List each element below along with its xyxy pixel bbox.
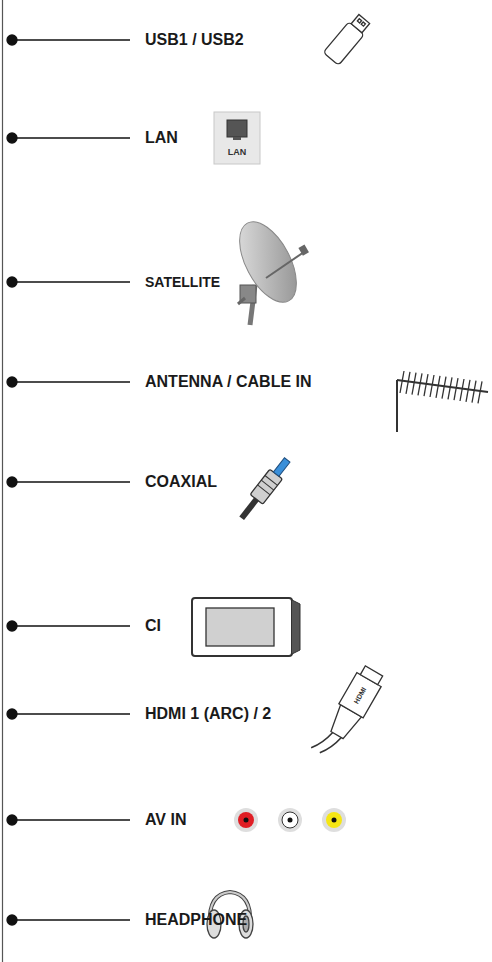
antenna-element — [424, 374, 428, 396]
antenna-element — [478, 381, 482, 403]
antenna-icon — [397, 371, 488, 432]
antenna-element — [400, 371, 404, 393]
antenna-element — [448, 377, 452, 399]
antenna-element — [436, 376, 440, 398]
antenna-element — [412, 373, 416, 395]
port-label: COAXIAL — [145, 474, 217, 490]
lan-port-icon — [214, 112, 260, 164]
antenna-element — [430, 375, 434, 397]
antenna-element — [472, 381, 476, 403]
antenna-element — [466, 380, 470, 402]
port-label: LAN — [145, 130, 178, 146]
port-label: CI — [145, 618, 161, 634]
leader-lines — [7, 35, 130, 925]
antenna-element — [418, 373, 422, 395]
av-jacks-icon — [234, 808, 346, 832]
antenna-element — [460, 379, 464, 401]
side-rail — [2, 0, 3, 962]
antenna-element — [442, 377, 446, 399]
port-label: HEADPHONE — [145, 912, 247, 928]
ci-module-icon — [192, 598, 300, 656]
port-label: ANTENNA / CABLE IN — [145, 374, 312, 390]
satellite-dish-icon — [228, 213, 309, 325]
coaxial-plug-icon — [235, 455, 293, 523]
hdmi-plug-icon — [311, 663, 386, 763]
port-label: SATELLITE — [145, 275, 220, 289]
port-label: HDMI 1 (ARC) / 2 — [145, 706, 271, 722]
antenna-element — [454, 378, 458, 400]
port-label: AV IN — [145, 812, 186, 828]
port-label: USB1 / USB2 — [145, 32, 244, 48]
usb-stick-icon — [323, 13, 372, 66]
icon-text: LAN — [228, 148, 247, 157]
antenna-element — [406, 372, 410, 394]
